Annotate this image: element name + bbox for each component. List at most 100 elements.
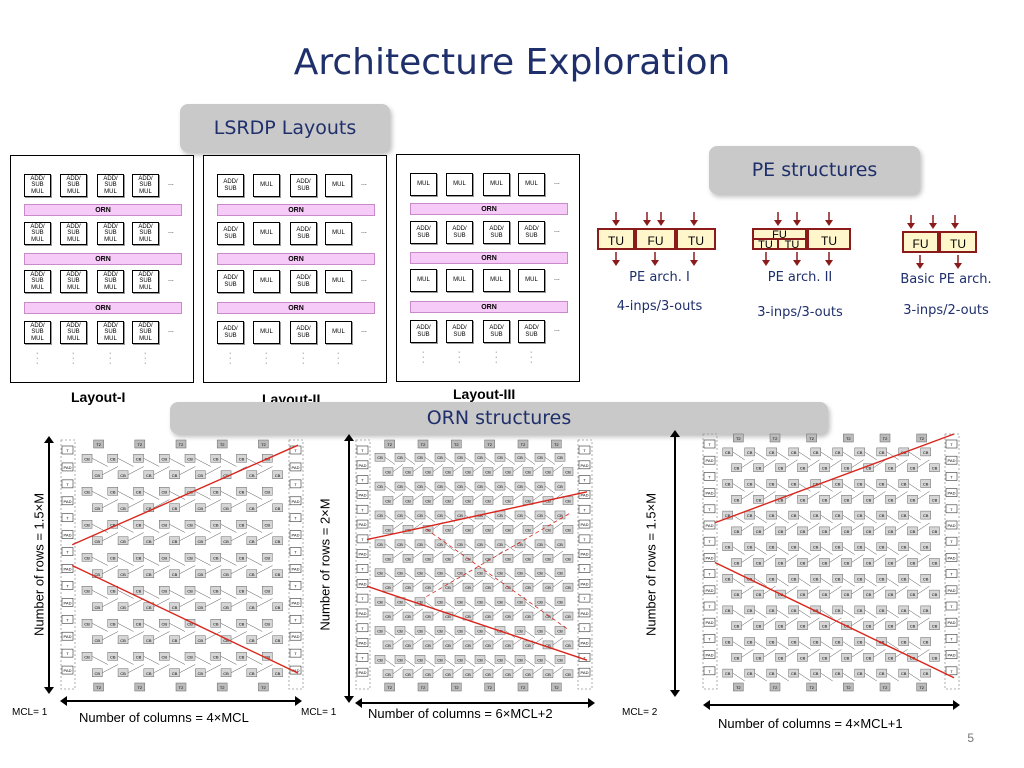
column-vdots: · · · — [229, 350, 232, 367]
orn-wire — [127, 499, 144, 508]
orn-wire — [246, 623, 263, 632]
pad-mark: PAD — [61, 530, 74, 539]
svg-text:CB: CB — [725, 513, 731, 518]
fu-cell: ADD/ SUB — [518, 320, 545, 343]
cb-mark: CB — [394, 539, 406, 549]
cb-mark: CB — [402, 554, 414, 563]
cb-mark: CB — [766, 479, 777, 488]
cb-mark: CB — [107, 652, 119, 661]
columns-dimension-arrow — [60, 696, 302, 706]
cb-mark: CB — [534, 655, 546, 664]
orn-wire — [230, 631, 247, 640]
cb-mark: CB — [722, 479, 733, 488]
pad-mark: T — [945, 536, 958, 546]
mcl-label: MCL= 1 — [301, 707, 337, 718]
fu-cell: MUL — [446, 269, 473, 292]
svg-text:CB: CB — [457, 571, 463, 576]
orn-wire — [246, 524, 263, 533]
orn-wire — [472, 521, 484, 530]
svg-text:CB: CB — [187, 621, 193, 626]
cb-mark: CB — [394, 452, 406, 462]
orn-wire — [776, 672, 789, 682]
cb-mark: CB — [562, 640, 574, 650]
cb-mark: CB — [876, 479, 887, 488]
svg-text:CB: CB — [120, 473, 126, 478]
pad-mark: PAD — [945, 488, 958, 497]
fu-cell: MUL — [518, 173, 545, 196]
orn-wire — [230, 664, 247, 673]
orn-wire — [127, 664, 144, 673]
orn-wire — [504, 457, 516, 465]
svg-text:CB: CB — [465, 499, 471, 504]
svg-text:PAD: PAD — [948, 555, 956, 560]
cb-mark: CB — [159, 454, 170, 463]
svg-text:T: T — [361, 655, 364, 660]
orn-wire — [179, 499, 196, 508]
svg-text:PAD: PAD — [64, 567, 72, 572]
cb-mark: CB — [898, 605, 909, 615]
fu-cell: ADD/ SUB — [410, 320, 437, 343]
orn-wire — [798, 546, 811, 555]
svg-text:T: T — [294, 448, 297, 453]
orn-wire — [452, 550, 464, 559]
orn-wire — [246, 491, 263, 500]
svg-text:CB: CB — [437, 542, 443, 547]
orn-wire — [256, 598, 273, 607]
svg-text:CB: CB — [734, 497, 740, 502]
cb-mark: CB — [788, 542, 799, 551]
orn-wire — [472, 464, 484, 472]
svg-text:CB: CB — [405, 556, 411, 561]
fu-cell: ADD/ SUB — [290, 174, 317, 197]
svg-text:PAD: PAD — [581, 611, 589, 616]
orn-wire — [153, 499, 170, 508]
svg-text:CB: CB — [497, 513, 503, 518]
pad-mark: T — [289, 581, 302, 590]
orn-wire — [256, 499, 273, 508]
cb-mark: CB — [929, 495, 940, 504]
orn-wire — [842, 546, 855, 555]
svg-text:CB: CB — [888, 466, 894, 471]
svg-text:CB: CB — [813, 545, 819, 550]
input-arrow — [793, 212, 801, 226]
svg-text:CB: CB — [505, 643, 511, 648]
cb-mark: CB — [434, 568, 446, 577]
svg-text:CB: CB — [249, 539, 255, 544]
svg-text:CB: CB — [879, 482, 885, 487]
svg-text:CB: CB — [417, 542, 423, 547]
orn-wire — [851, 649, 864, 658]
cb-mark: CB — [184, 586, 196, 595]
cb-mark: CB — [841, 558, 852, 567]
pad-mark: T — [945, 504, 958, 514]
pad-mark: T — [356, 475, 369, 484]
svg-text:T2: T2 — [521, 442, 526, 447]
svg-text:CB: CB — [565, 499, 571, 504]
cb-mark: CB — [210, 454, 222, 463]
cb-mark: CB — [514, 539, 526, 549]
cb-mark: CB — [494, 481, 506, 491]
pad-column — [944, 433, 960, 690]
orn-wire — [864, 451, 877, 461]
orn-wire — [732, 641, 745, 650]
cb-mark: CB — [195, 536, 206, 545]
svg-text:CB: CB — [835, 450, 841, 455]
svg-text:PAD: PAD — [706, 523, 714, 528]
cb-mark: CB — [797, 495, 808, 504]
pad-mark: PAD — [356, 638, 369, 647]
mapping-line — [71, 444, 299, 546]
svg-text:CB: CB — [932, 497, 938, 502]
svg-text:CB: CB — [800, 466, 806, 471]
pe-cell-tu: TU — [807, 228, 851, 250]
cb-mark: CB — [542, 582, 554, 592]
svg-text:CB: CB — [485, 556, 491, 561]
cb-mark: CB — [434, 597, 446, 606]
output-arrow — [762, 252, 770, 266]
svg-text:CB: CB — [545, 556, 551, 561]
svg-text:CB: CB — [725, 450, 731, 455]
fu-cell: ADD/ SUB MUL — [132, 174, 159, 197]
fu-cell: MUL — [483, 269, 510, 292]
svg-text:CB: CB — [844, 655, 850, 660]
orn-bar: ORN — [24, 204, 182, 216]
orn-wire — [842, 483, 855, 492]
svg-text:CB: CB — [437, 571, 443, 576]
